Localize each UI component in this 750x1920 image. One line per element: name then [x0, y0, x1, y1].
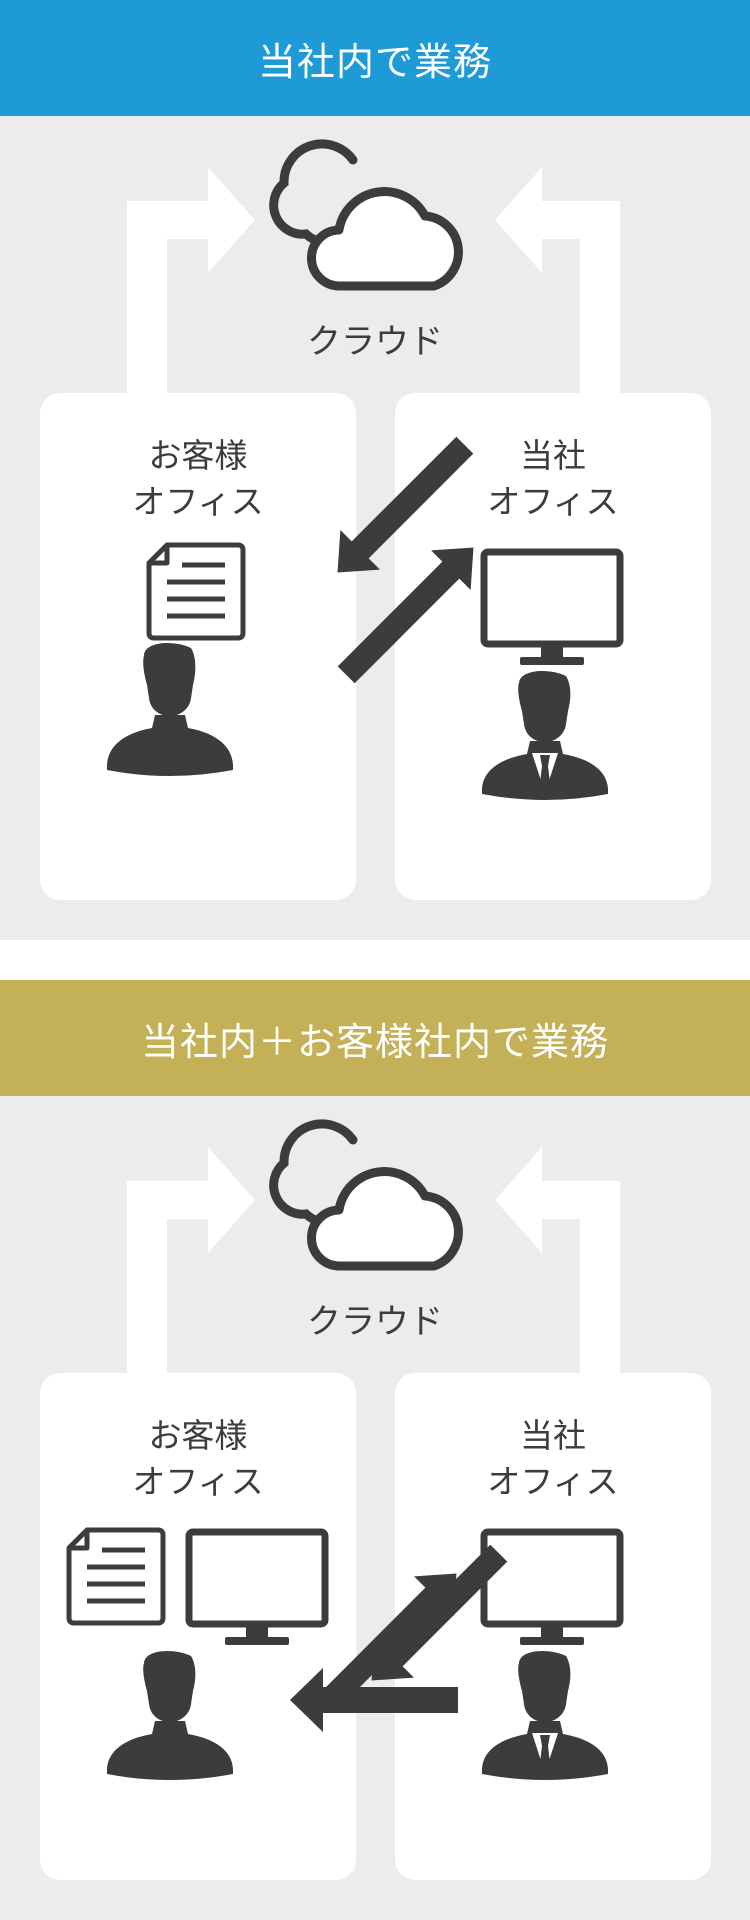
our-office-title-line2: オフィス [487, 482, 619, 521]
our-office-title-line1: 当社 [520, 436, 586, 475]
client-office-card: お客様 オフィス [40, 1373, 356, 1880]
client-person-icon [107, 1650, 233, 1780]
section-2-diagram: クラウド お客様 オフィス [0, 1096, 750, 1920]
our-office-title: 当社 オフィス [395, 433, 711, 525]
client-office-title-line1: お客様 [148, 436, 248, 475]
client-office-title-line1: お客様 [148, 1416, 248, 1455]
our-office-icons [480, 1528, 624, 1780]
exchange-arrow-to-client [371, 1544, 508, 1681]
client-office-title: お客様 オフィス [40, 433, 356, 525]
cloud-label: クラウド [307, 322, 443, 362]
left-upload-arrow [127, 167, 255, 416]
document-icon [66, 1527, 166, 1626]
our-office-title-line2: オフィス [487, 1462, 619, 1501]
section-1-title: 当社内で業務 [257, 39, 492, 84]
staff-person-icon [482, 670, 608, 800]
cloud-connector-arrows [127, 167, 620, 416]
our-office-title: 当社 オフィス [395, 1413, 711, 1505]
document-icon [146, 542, 246, 641]
section-2-header: 当社内＋お客様社内で業務 [0, 980, 750, 1096]
client-office-title-line2: オフィス [132, 1462, 264, 1501]
cloud-icon [269, 1119, 463, 1271]
exchange-arrow-to-client [337, 436, 474, 573]
our-office-title-line1: 当社 [520, 1416, 586, 1455]
exchange-arrow-to-our-office [337, 547, 474, 684]
client-office-icons [66, 1527, 329, 1780]
monitor-icon [480, 548, 624, 665]
client-office-title-line2: オフィス [132, 482, 264, 521]
exchange-arrow-to-our-office [320, 1573, 457, 1710]
client-office-title: お客様 オフィス [40, 1413, 356, 1505]
exchange-arrows [290, 1544, 508, 1732]
our-office-card: 当社 オフィス [395, 1373, 711, 1880]
client-office-icons [107, 542, 246, 776]
share-arrow-to-client [290, 1668, 458, 1732]
cloud-icon [269, 139, 463, 291]
section-2-title: 当社内＋お客様社内で業務 [140, 1019, 609, 1064]
cloud-connector-arrows [127, 1147, 620, 1396]
our-office-icons [480, 548, 624, 800]
section-1-diagram: クラウド お客様 オフィス 当社 オフィス [0, 116, 750, 940]
right-upload-arrow [495, 167, 620, 416]
monitor-icon [185, 1528, 329, 1645]
exchange-arrows [337, 436, 474, 684]
staff-person-icon [482, 1650, 608, 1780]
section-1-header: 当社内で業務 [0, 0, 750, 116]
client-person-icon [107, 642, 233, 776]
right-upload-arrow [495, 1147, 620, 1396]
cloud-label: クラウド [307, 1302, 443, 1342]
client-office-card: お客様 オフィス [40, 393, 356, 900]
left-upload-arrow [127, 1147, 255, 1396]
